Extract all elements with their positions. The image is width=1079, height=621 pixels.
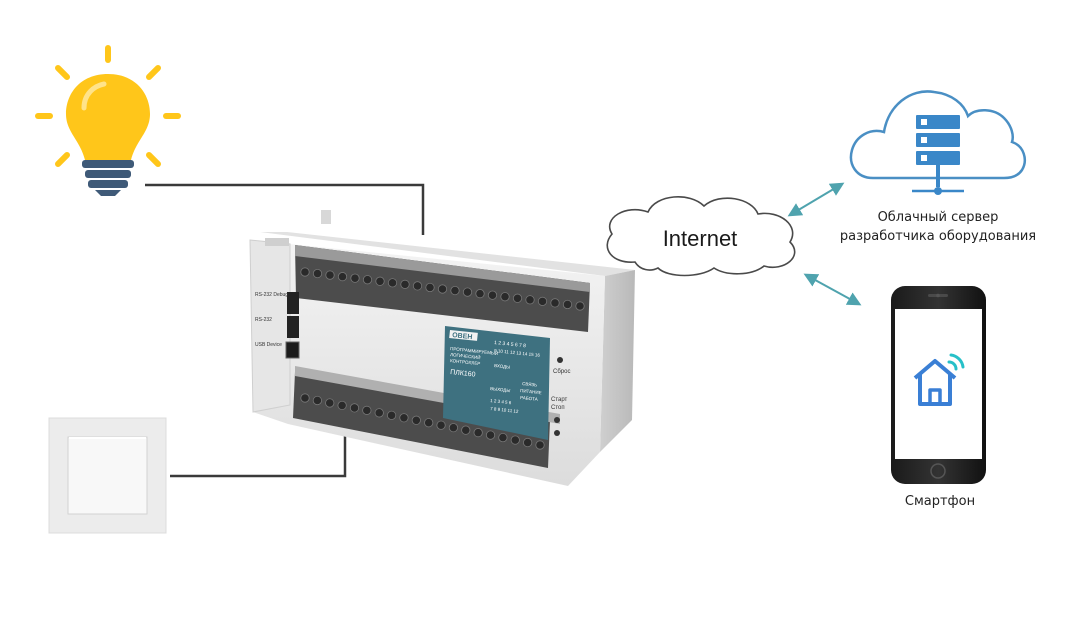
- plc-model: ПЛК160: [450, 369, 476, 379]
- terminal-screw: [362, 275, 373, 285]
- terminal-screw: [424, 418, 434, 428]
- terminal-screw: [337, 272, 348, 282]
- light-bulb-icon: [35, 45, 181, 196]
- plc-start-stop-switch[interactable]: [554, 417, 560, 423]
- terminal-screw: [400, 279, 410, 289]
- plc-brand: ОВЕН: [452, 332, 473, 341]
- plc-inputs-row2: 9 10 11 12 13 14 15 16: [494, 348, 541, 358]
- terminal-screw: [535, 440, 545, 450]
- port-label-rs232: RS-232: [255, 317, 272, 323]
- plc-top: [260, 232, 635, 276]
- plc-outputs-row1: 1 2 3 4 5 6: [490, 398, 512, 405]
- terminal-screw: [411, 415, 421, 425]
- terminal-screw: [300, 393, 310, 403]
- smartphone[interactable]: [891, 286, 986, 484]
- rs232-port[interactable]: [287, 316, 299, 338]
- plc-side: [600, 270, 635, 452]
- cloud-server-arrow: [787, 182, 845, 217]
- port-label-usb: USB Device: [255, 342, 282, 348]
- terminal-screw: [437, 284, 448, 294]
- terminal-screw: [487, 290, 498, 300]
- terminal-screw: [448, 423, 459, 433]
- internet-label: Internet: [662, 226, 738, 251]
- terminal-screw: [386, 410, 397, 420]
- plc-aux-button[interactable]: [554, 430, 560, 436]
- switch-wire: [170, 424, 347, 478]
- terminal-screw: [374, 408, 384, 418]
- plc-inputs-row1: 1 2 3 4 5 6 7 8: [494, 340, 527, 349]
- plc-front-panel: [443, 326, 550, 440]
- cloud-server[interactable]: [849, 90, 1026, 195]
- plc-controller: RS-232 Debug RS-232 USB Device ОВЕН ПРОГ…: [249, 210, 635, 486]
- terminal-screw: [475, 289, 485, 299]
- terminal-screw: [510, 435, 520, 445]
- terminal-screw: [337, 400, 347, 411]
- terminal-screw: [473, 428, 483, 438]
- plc-outputs-label: ВЫХОДЫ: [490, 386, 511, 393]
- terminal-screw: [525, 295, 535, 305]
- smartphone-label: Смартфон: [904, 494, 976, 509]
- cloud-server-label-line2: разработчика оборудования: [839, 229, 1037, 244]
- port-label-rs232-debug: RS-232 Debug: [255, 292, 288, 298]
- terminal-screw: [550, 298, 560, 308]
- internet-cloud-icon: [606, 196, 796, 277]
- plc-status-2: ПИТАНИЕ: [520, 388, 542, 395]
- cloud-server-label: Облачный сервер разработчика оборудовани…: [838, 208, 1038, 246]
- terminal-screw: [575, 301, 585, 311]
- wall-switch-icon[interactable]: [48, 417, 167, 534]
- terminal-screw: [462, 287, 473, 297]
- plc-description-2: ЛОГИЧЕСКИЙ: [450, 350, 481, 360]
- usb-port[interactable]: [285, 341, 300, 359]
- plc-inputs-label: ВХОДЫ: [494, 363, 511, 370]
- terminal-screw: [312, 395, 322, 406]
- plc-status-3: РАБОТА: [520, 395, 538, 402]
- home-button[interactable]: [930, 463, 946, 479]
- plc-reset-label: Сброс: [553, 369, 570, 375]
- server-icon: [912, 115, 964, 195]
- terminal-screw: [461, 425, 471, 435]
- smart-home-icon: [913, 353, 965, 406]
- terminal-screw: [523, 437, 533, 448]
- terminal-block-bottom: [293, 372, 550, 468]
- terminal-screw: [349, 403, 360, 413]
- terminal-screw: [425, 282, 435, 293]
- terminal-screw: [500, 292, 510, 302]
- terminal-screw: [350, 273, 360, 283]
- terminal-screw: [412, 281, 423, 291]
- terminal-screw: [498, 432, 508, 443]
- terminal-screw: [485, 430, 496, 440]
- plc-stop-label: Стоп: [551, 405, 565, 411]
- terminal-screw: [325, 270, 335, 280]
- terminal-screws-bottom: [300, 393, 545, 450]
- terminal-screws-top: [300, 267, 585, 311]
- terminal-screw: [399, 413, 409, 423]
- plc-status-1: СВЯЗЬ: [522, 381, 538, 388]
- terminal-screw: [562, 299, 573, 310]
- plc-outputs-row2: 7 8 9 10 11 12: [490, 406, 519, 414]
- cloud-server-label-line1: Облачный сервер: [877, 210, 999, 225]
- lamp-wire: [145, 183, 425, 235]
- terminal-screw: [436, 420, 446, 430]
- terminal-screw: [537, 296, 548, 306]
- rs232-debug-port[interactable]: [287, 292, 299, 314]
- plc-reset-button[interactable]: [557, 357, 563, 363]
- terminal-screw: [512, 293, 523, 303]
- terminal-screw: [450, 285, 460, 296]
- plc-start-label: Старт: [551, 397, 568, 403]
- terminal-screw: [375, 276, 385, 286]
- terminal-screw: [325, 398, 335, 408]
- smartphone-arrow: [803, 273, 862, 306]
- terminal-screw: [362, 405, 372, 415]
- terminal-screw: [300, 267, 310, 277]
- terminal-screw: [312, 268, 323, 279]
- plc-description-3: КОНТРОЛЛЕР: [450, 358, 481, 366]
- terminal-screw: [387, 278, 398, 288]
